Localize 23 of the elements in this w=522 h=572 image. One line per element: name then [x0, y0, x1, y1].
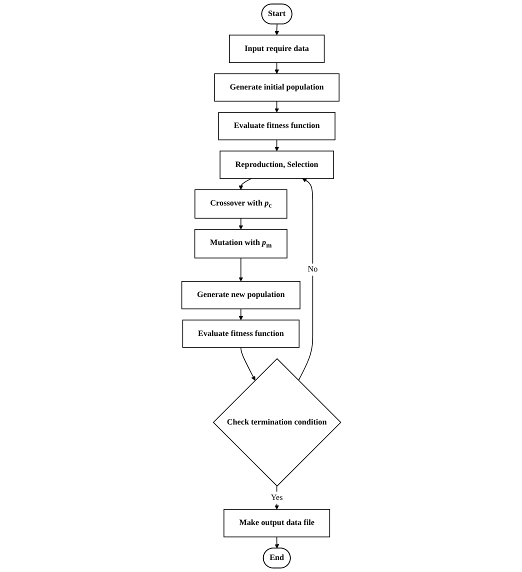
node-box: Generate new population	[181, 281, 300, 310]
arrow	[274, 24, 279, 36]
arrow	[238, 218, 243, 230]
node-box: Crossover with p$_{c}$	[194, 189, 287, 219]
node-box: Make output data file	[223, 509, 330, 538]
arrow	[274, 139, 279, 152]
edge-label: Yes	[270, 493, 282, 502]
arrow	[298, 178, 313, 381]
arrow	[274, 536, 279, 549]
arrow	[274, 100, 279, 113]
node-diamond: Check termination condition	[212, 358, 342, 487]
node-box: Input require data	[228, 34, 324, 63]
node-box: Evaluate fitness function	[182, 320, 300, 348]
edge-label: No	[307, 265, 318, 274]
arrow	[238, 178, 252, 190]
arrow	[240, 347, 255, 381]
arrow	[274, 62, 279, 74]
node-box: Mutation with p$_{m}$	[194, 229, 288, 258]
node-box: Generate initial population	[214, 73, 340, 102]
arrow	[238, 308, 243, 320]
node-box: Evaluate fitness function	[218, 112, 336, 140]
node-box: Reproduction, Selection	[219, 150, 334, 179]
arrow	[238, 258, 243, 282]
